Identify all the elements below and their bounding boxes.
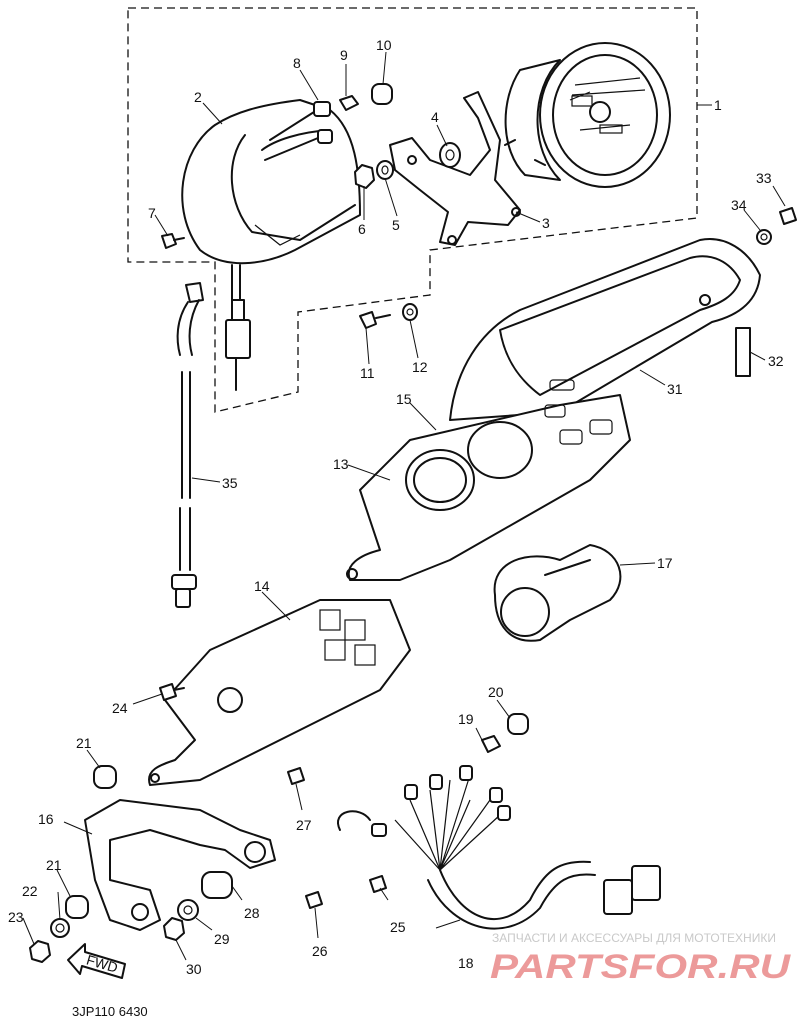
callout-3: 3 [542,215,550,231]
callout-34: 34 [731,197,747,213]
callout-13: 13 [333,456,349,472]
subassembly-boundary [127,7,698,413]
callout-1: 1 [714,97,722,113]
callout-labels: 1 2 3 4 5 6 7 8 9 10 11 12 13 14 15 16 1… [8,37,784,977]
lens-10 [371,83,393,105]
callout-2: 2 [194,89,202,105]
callout-21: 21 [76,735,92,751]
cushion-21-lower [65,895,89,919]
speedometer-cable [171,282,204,608]
callout-31: 31 [667,381,683,397]
callout-15: 15 [396,391,412,407]
callout-25: 25 [390,919,406,935]
callout-29: 29 [214,931,230,947]
meter-bracket [389,91,521,246]
callout-17: 17 [657,555,673,571]
callout-12: 12 [412,359,428,375]
cushion-21-upper [93,765,117,789]
forward-direction-arrow: FWD [67,943,126,979]
callout-16: 16 [38,811,54,827]
callout-27: 27 [296,817,312,833]
damper-strip-32 [735,327,751,377]
callout-33: 33 [756,170,772,186]
washer-5 [376,160,394,180]
callout-23: 23 [8,909,24,925]
callout-8: 8 [293,55,301,71]
bulb-9 [339,95,359,111]
washer-22 [50,918,70,938]
callout-11: 11 [360,365,375,381]
callout-24: 24 [112,700,128,716]
callout-20: 20 [488,684,504,700]
leader-lines [22,51,786,961]
callout-32: 32 [768,353,784,369]
bulb-socket-8 [264,101,333,161]
screw-25 [369,875,387,893]
meter-cover [181,99,361,265]
callout-10: 10 [376,37,392,53]
wire-harness [337,765,661,930]
meter-panel [449,238,761,421]
callout-35: 35 [222,475,238,491]
callout-21b: 21 [46,857,62,873]
callout-7: 7 [148,205,156,221]
screw-33 [779,207,797,225]
callout-22: 22 [22,883,38,899]
callout-6: 6 [358,221,366,237]
screw-11 [359,311,391,329]
bulb-19 [481,735,501,753]
washer-12 [402,303,418,321]
meter-housing [346,394,631,581]
screw-7 [161,233,185,249]
callout-26: 26 [312,943,328,959]
screw-27 [287,767,305,785]
screw-24 [159,683,185,701]
grommet-4 [439,142,461,168]
lens-20 [507,713,529,735]
callout-18: 18 [458,955,474,971]
callout-30: 30 [186,961,202,977]
callout-19: 19 [458,711,474,727]
meter-harness-lead [225,264,251,391]
speedometer-gauge [504,42,671,188]
meter-lower-case [148,599,411,786]
callout-9: 9 [340,47,348,63]
gauge-face [493,544,622,642]
lower-bracket [84,799,276,931]
watermark-logo: PARTSFOR.RU [490,948,792,986]
nut-23 [29,940,51,963]
watermark-caption: ЗАПЧАСТИ И АКСЕССУАРЫ ДЛЯ МОТОТЕХНИКИ [492,931,776,945]
screw-26 [305,891,323,909]
callout-28: 28 [244,905,260,921]
washer-34 [756,229,772,245]
nut-30 [163,917,185,941]
cushion-28 [201,871,233,899]
callout-4: 4 [431,109,439,125]
drawing-code: 3JP110 6430 [72,1004,148,1019]
washer-29 [177,899,199,921]
nut-6 [354,164,375,189]
callout-5: 5 [392,217,400,233]
callout-14: 14 [254,578,270,594]
